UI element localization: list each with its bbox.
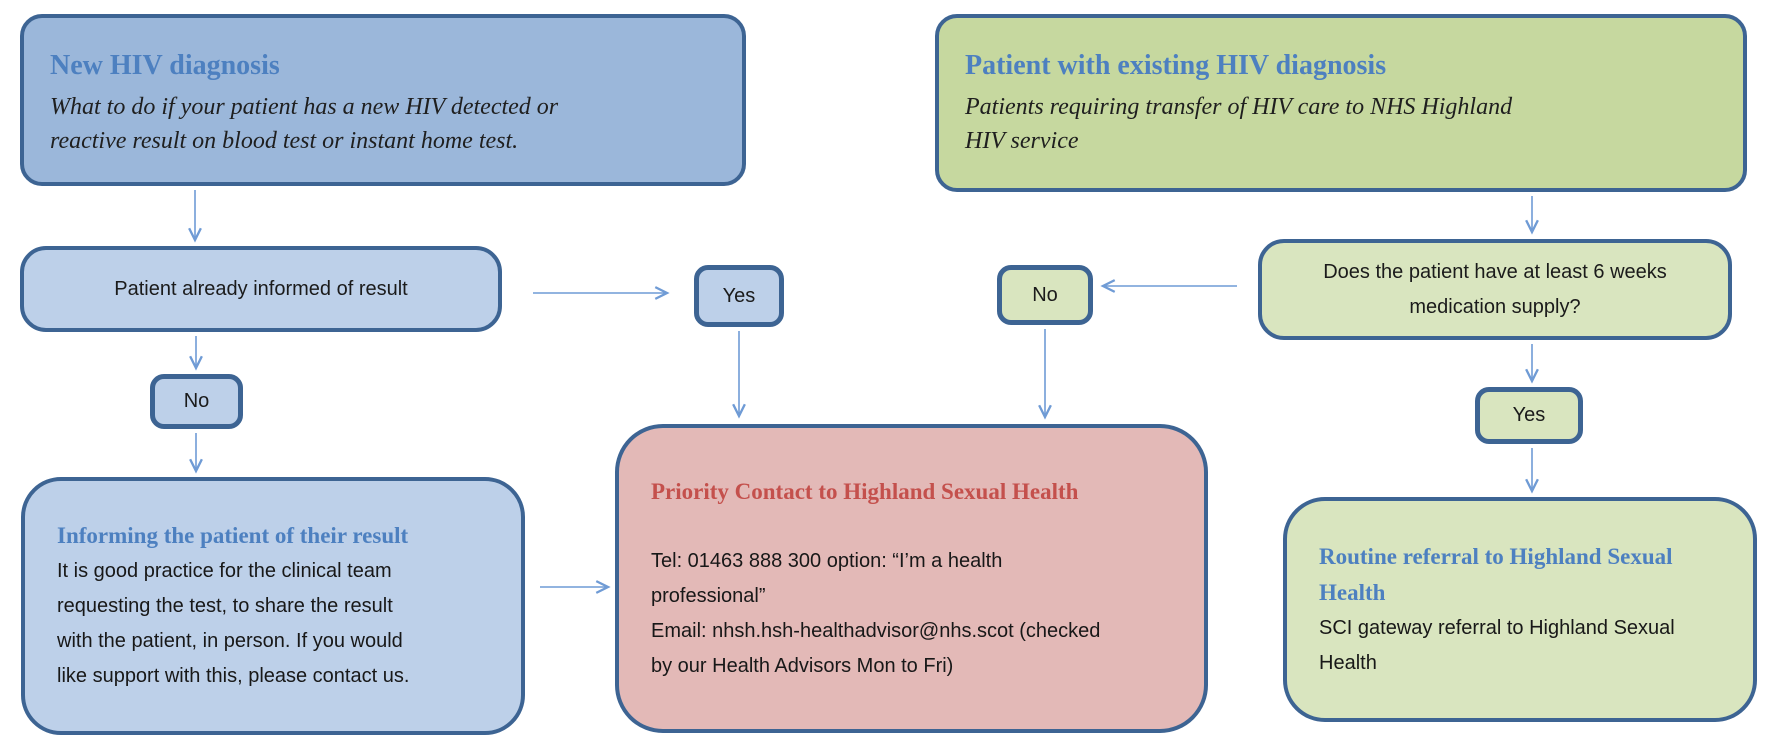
medication-yes-box: Yes xyxy=(1475,387,1583,444)
informed-no-label: No xyxy=(183,390,210,412)
informing-patient-box: Informing the patient of their result It… xyxy=(21,477,525,735)
priority-contact-box: Priority Contact to Highland Sexual Heal… xyxy=(615,424,1208,733)
existing-diagnosis-box: Patient with existing HIV diagnosis Pati… xyxy=(935,14,1747,192)
existing-diagnosis-title: Patient with existing HIV diagnosis xyxy=(965,50,1387,81)
informed-no-box: No xyxy=(150,374,243,429)
medication-no-label: No xyxy=(1032,283,1058,306)
informed-check-box: Patient already informed of result xyxy=(20,246,502,332)
informed-yes-label: Yes xyxy=(722,284,756,307)
routine-referral-box: Routine referral to Highland Sexual Heal… xyxy=(1283,497,1757,722)
informed-yes-box: Yes xyxy=(694,265,784,327)
medication-yes-label: Yes xyxy=(1512,404,1546,426)
priority-contact-title: Priority Contact to Highland Sexual Heal… xyxy=(651,478,1079,504)
informed-check-label: Patient already informed of result xyxy=(114,277,408,300)
new-diagnosis-box: New HIV diagnosis What to do if your pat… xyxy=(20,14,746,186)
routine-referral-title: Routine referral to Highland Sexual Heal… xyxy=(1319,543,1673,605)
new-diagnosis-title: New HIV diagnosis xyxy=(50,50,280,81)
new-diagnosis-subtitle: What to do if your patient has a new HIV… xyxy=(50,94,559,154)
medication-check-label: Does the patient have at least 6 weeks m… xyxy=(1323,260,1667,318)
routine-referral-body: SCI gateway referral to Highland Sexual … xyxy=(1319,616,1675,674)
medication-no-box: No xyxy=(997,265,1093,325)
priority-contact-body: Tel: 01463 888 300 option: “I’m a health… xyxy=(651,549,1101,677)
informing-patient-title: Informing the patient of their result xyxy=(57,523,409,548)
informing-patient-body: It is good practice for the clinical tea… xyxy=(57,560,410,687)
medication-check-box: Does the patient have at least 6 weeks m… xyxy=(1258,239,1732,340)
existing-diagnosis-subtitle: Patients requiring transfer of HIV care … xyxy=(965,94,1513,154)
